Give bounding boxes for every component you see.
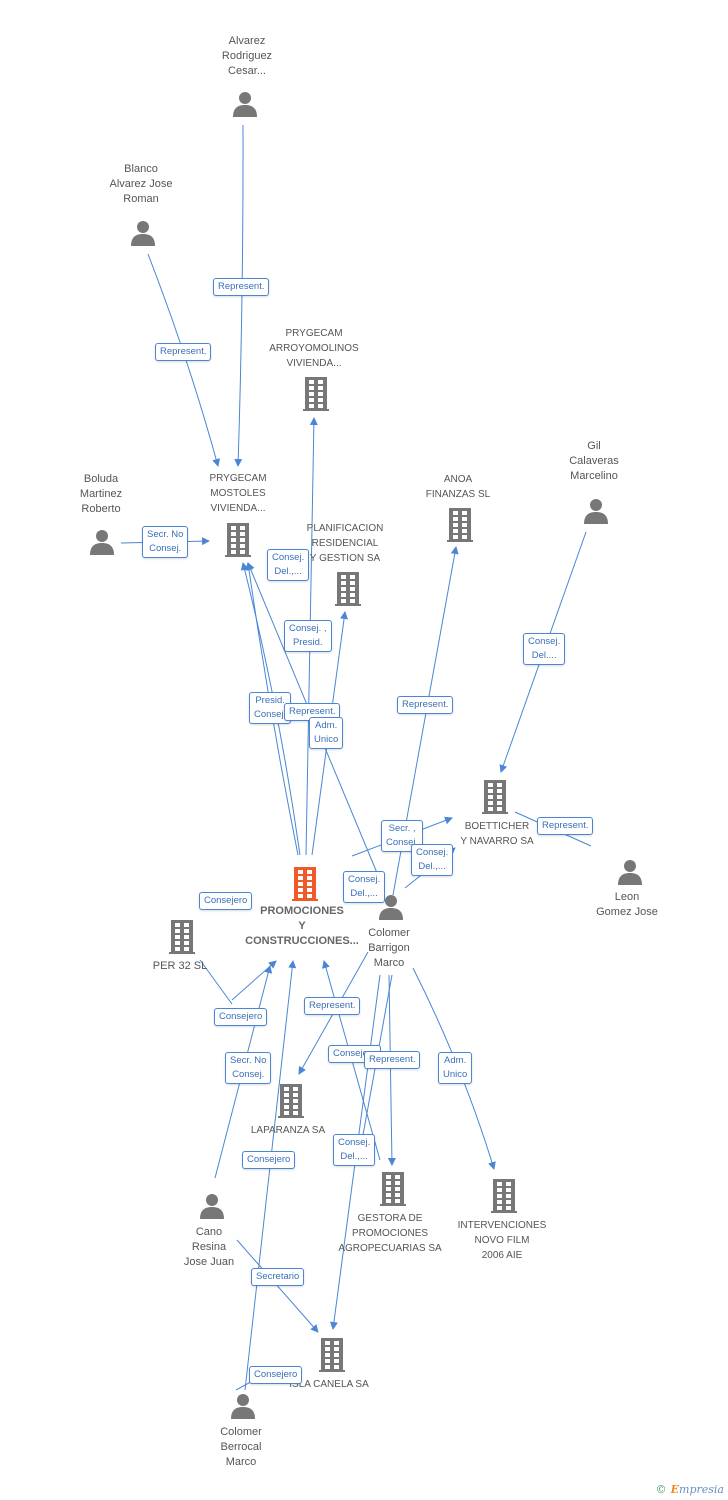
person-icon[interactable] xyxy=(616,857,644,890)
node-label-leon[interactable]: Leon Gomez Jose xyxy=(596,891,658,918)
node-label-boetticher[interactable]: BOETTICHER Y NAVARRO SA xyxy=(460,821,534,847)
edge-line xyxy=(199,959,233,1005)
brand-e: E xyxy=(670,1483,680,1496)
building-icon[interactable] xyxy=(169,920,195,959)
building-icon[interactable] xyxy=(225,523,251,562)
edge-label[interactable]: Secr. No Consej. xyxy=(225,1052,272,1084)
node-label-colomer-berrocal[interactable]: Colomer Berrocal Marco xyxy=(220,1426,262,1468)
building-icon[interactable] xyxy=(380,1172,406,1211)
building-icon[interactable] xyxy=(482,780,508,819)
edge-label[interactable]: Consejero xyxy=(199,892,253,910)
person-icon[interactable] xyxy=(231,89,259,122)
person-icon[interactable] xyxy=(88,527,116,560)
edge-label[interactable]: Consej. , Presid. xyxy=(284,620,332,652)
edge-label[interactable]: Consej. Del.,... xyxy=(411,844,454,876)
edge-label[interactable]: Consejero xyxy=(214,1008,268,1026)
person-icon[interactable] xyxy=(229,1391,257,1424)
copyright-symbol: © xyxy=(655,1483,667,1496)
edge-label[interactable]: Consej. Del.,... xyxy=(267,549,310,581)
edge-label[interactable]: Represent. xyxy=(364,1051,421,1069)
person-icon[interactable] xyxy=(129,218,157,251)
edge-line xyxy=(387,974,396,1166)
edge-label[interactable]: Represent. xyxy=(397,696,454,714)
edge-line xyxy=(236,1239,319,1333)
node-label-gestora[interactable]: GESTORA DE PROMOCIONES AGROPECUARIAS SA xyxy=(338,1213,442,1254)
edge-label[interactable]: Adm. Unico xyxy=(309,717,344,749)
brand-name: mpresia xyxy=(679,1483,724,1496)
edges xyxy=(120,124,592,1391)
edge-label[interactable]: Represent. xyxy=(213,278,270,296)
person-icon[interactable] xyxy=(377,892,405,925)
building-icon[interactable] xyxy=(319,1338,345,1377)
edge-label[interactable]: Consejero xyxy=(249,1366,303,1384)
building-icon[interactable] xyxy=(278,1084,304,1123)
node-label-blanco[interactable]: Blanco Alvarez Jose Roman xyxy=(109,163,173,205)
edge-label[interactable]: Represent. xyxy=(537,817,594,835)
brand-footer: ©Empresia xyxy=(656,1483,724,1496)
node-label-planificacion[interactable]: PLANIFICACION RESIDENCIAL Y GESTION SA xyxy=(306,523,384,564)
building-icon[interactable] xyxy=(303,377,329,416)
building-icon[interactable] xyxy=(491,1179,517,1218)
node-label-gil[interactable]: Gil Calaveras Marcelino xyxy=(569,440,619,482)
edge-label[interactable]: Secr. No Consej. xyxy=(142,526,189,558)
node-label-alvarez[interactable]: Alvarez Rodriguez Cesar... xyxy=(221,35,273,77)
edge-line xyxy=(231,960,277,1001)
node-label-prygecam-mostoles[interactable]: PRYGECAM MOSTOLES VIVIENDA... xyxy=(209,473,267,514)
person-icon[interactable] xyxy=(582,496,610,529)
node-label-anoa[interactable]: ANOA FINANZAS SL xyxy=(425,474,491,500)
edge-label[interactable]: Consej. Del.,... xyxy=(343,871,386,903)
node-label-laparanza[interactable]: LAPARANZA SA xyxy=(250,1125,326,1136)
edge-label[interactable]: Represent. xyxy=(304,997,361,1015)
edge-label[interactable]: Consej. Del.,... xyxy=(333,1134,376,1166)
edge-label[interactable]: Consejero xyxy=(242,1151,296,1169)
person-icon[interactable] xyxy=(198,1191,226,1224)
node-label-boluda[interactable]: Boluda Martinez Roberto xyxy=(79,473,123,515)
building-icon[interactable] xyxy=(335,572,361,611)
edge-label[interactable]: Consej. Del.... xyxy=(523,633,566,665)
node-label-per32[interactable]: PER 32 SL xyxy=(152,960,208,972)
edge-label[interactable]: Represent. xyxy=(155,343,212,361)
node-label-promociones[interactable]: PROMOCIONES Y CONSTRUCCIONES... xyxy=(245,905,359,947)
node-label-colomer-barrigon[interactable]: Colomer Barrigon Marco xyxy=(368,927,410,969)
node-label-cano[interactable]: Cano Resina Jose Juan xyxy=(183,1226,235,1268)
node-label-isla-canela[interactable]: ISLA CANELA SA xyxy=(289,1379,369,1390)
building-icon[interactable] xyxy=(447,508,473,547)
edge-line xyxy=(244,960,297,1391)
edge-label[interactable]: Adm. Unico xyxy=(438,1052,473,1084)
edge-label[interactable]: Secretario xyxy=(251,1268,305,1286)
node-label-intervenciones[interactable]: INTERVENCIONES NOVO FILM 2006 AIE xyxy=(457,1220,547,1261)
building-icon[interactable] xyxy=(292,867,318,906)
node-label-prygecam-arroyo[interactable]: PRYGECAM ARROYOMOLINOS VIVIENDA... xyxy=(269,328,359,369)
